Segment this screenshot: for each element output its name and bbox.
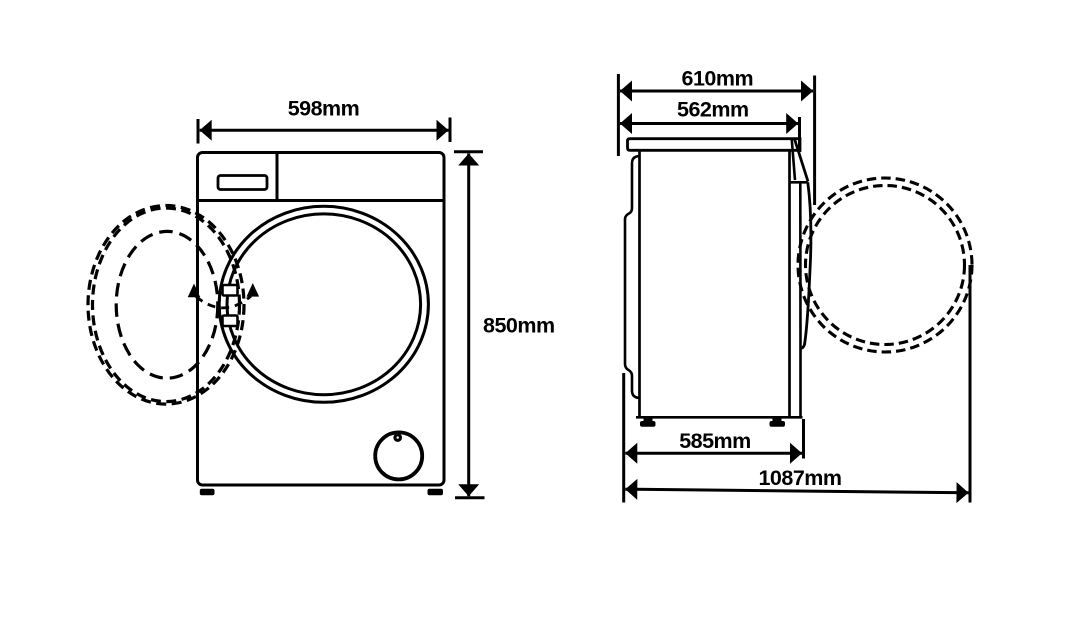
svg-text:562mm: 562mm <box>677 98 749 122</box>
svg-text:850mm: 850mm <box>483 314 555 338</box>
svg-text:1087mm: 1087mm <box>758 466 841 490</box>
svg-text:598mm: 598mm <box>288 97 360 121</box>
svg-text:610mm: 610mm <box>681 66 753 90</box>
svg-text:585mm: 585mm <box>679 429 751 453</box>
